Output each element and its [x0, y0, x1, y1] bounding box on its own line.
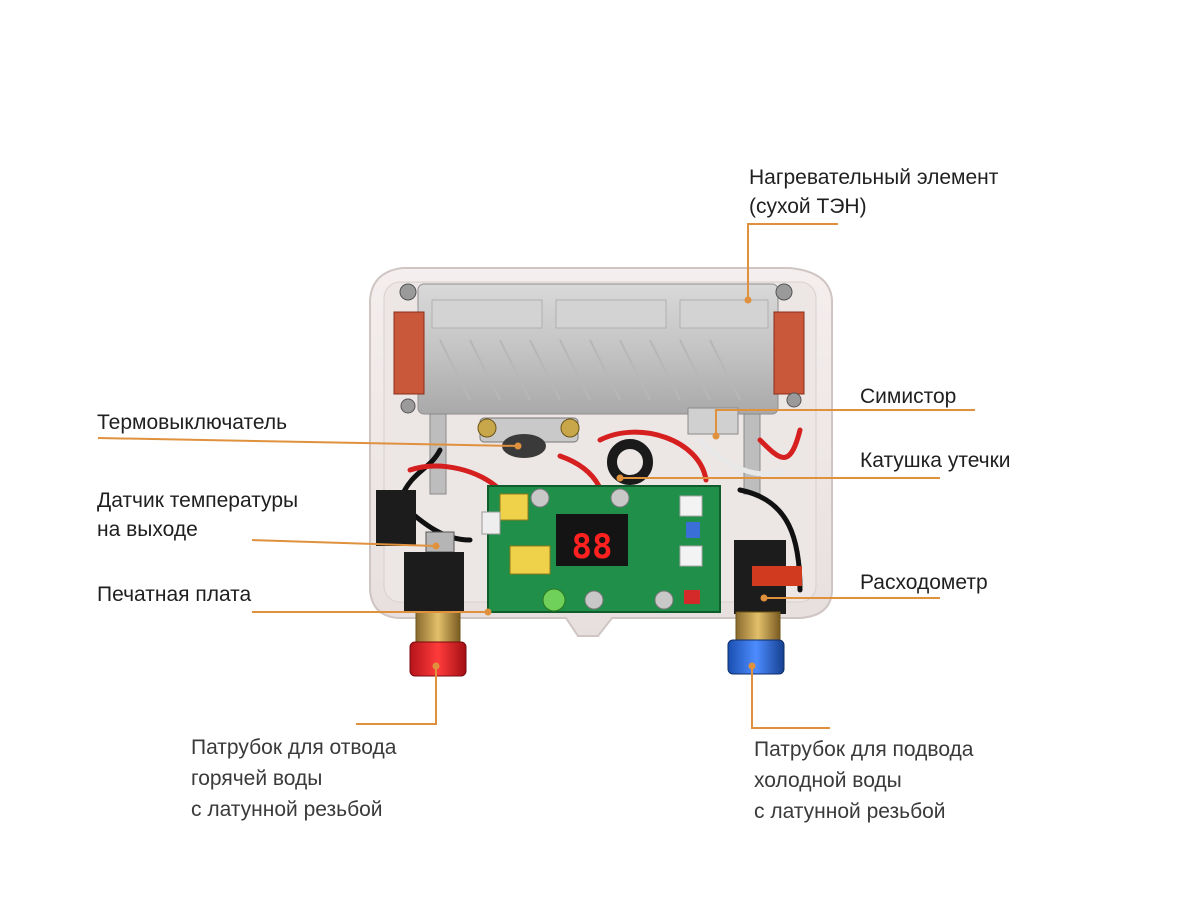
cold-water-inlet	[727, 611, 785, 675]
leader-triac-dot	[712, 432, 720, 440]
leader-thermal-switch	[97, 437, 519, 447]
leader-lines	[97, 223, 975, 729]
label-temp-sensor: Датчик температуры на выходе	[97, 489, 299, 541]
leader-hot-outlet-dot	[432, 662, 440, 670]
heating-element	[393, 283, 805, 415]
leader-cold-inlet-dot	[748, 662, 756, 670]
display-digits: 88	[572, 527, 613, 567]
leader-leakage-coil-dot	[616, 474, 624, 482]
thermal-switch	[477, 417, 580, 458]
leakage-coil	[607, 439, 653, 485]
leader-hot-outlet	[356, 666, 437, 725]
leader-temp-sensor-dot	[432, 542, 440, 550]
label-pcb: Печатная плата	[97, 583, 252, 606]
pcb-board	[481, 485, 721, 613]
leader-flowmeter-dot	[760, 594, 768, 602]
label-cold-inlet: Патрубок для подвода холодной воды с лат…	[754, 738, 974, 823]
label-triac: Симистор	[860, 385, 957, 408]
label-heating-element: Нагревательный элемент (сухой ТЭН)	[749, 166, 999, 218]
outlet-temp-sensor	[425, 531, 455, 553]
label-leakage-coil: Катушка утечки	[860, 449, 1011, 472]
leader-heating-element	[747, 223, 838, 300]
leader-pcb-dot	[484, 608, 492, 616]
leader-thermal-switch-dot	[514, 442, 522, 450]
label-thermal-switch: Термовыключатель	[97, 411, 288, 434]
triac-body	[687, 407, 739, 435]
leader-cold-inlet	[751, 666, 830, 729]
label-flowmeter: Расходометр	[860, 571, 988, 594]
leader-heating-element-dot	[744, 296, 752, 304]
label-hot-outlet: Патрубок для отвода горячей воды с латун…	[191, 736, 397, 821]
leader-temp-sensor	[251, 539, 437, 547]
leader-triac	[715, 409, 975, 436]
hot-water-outlet	[409, 611, 467, 677]
